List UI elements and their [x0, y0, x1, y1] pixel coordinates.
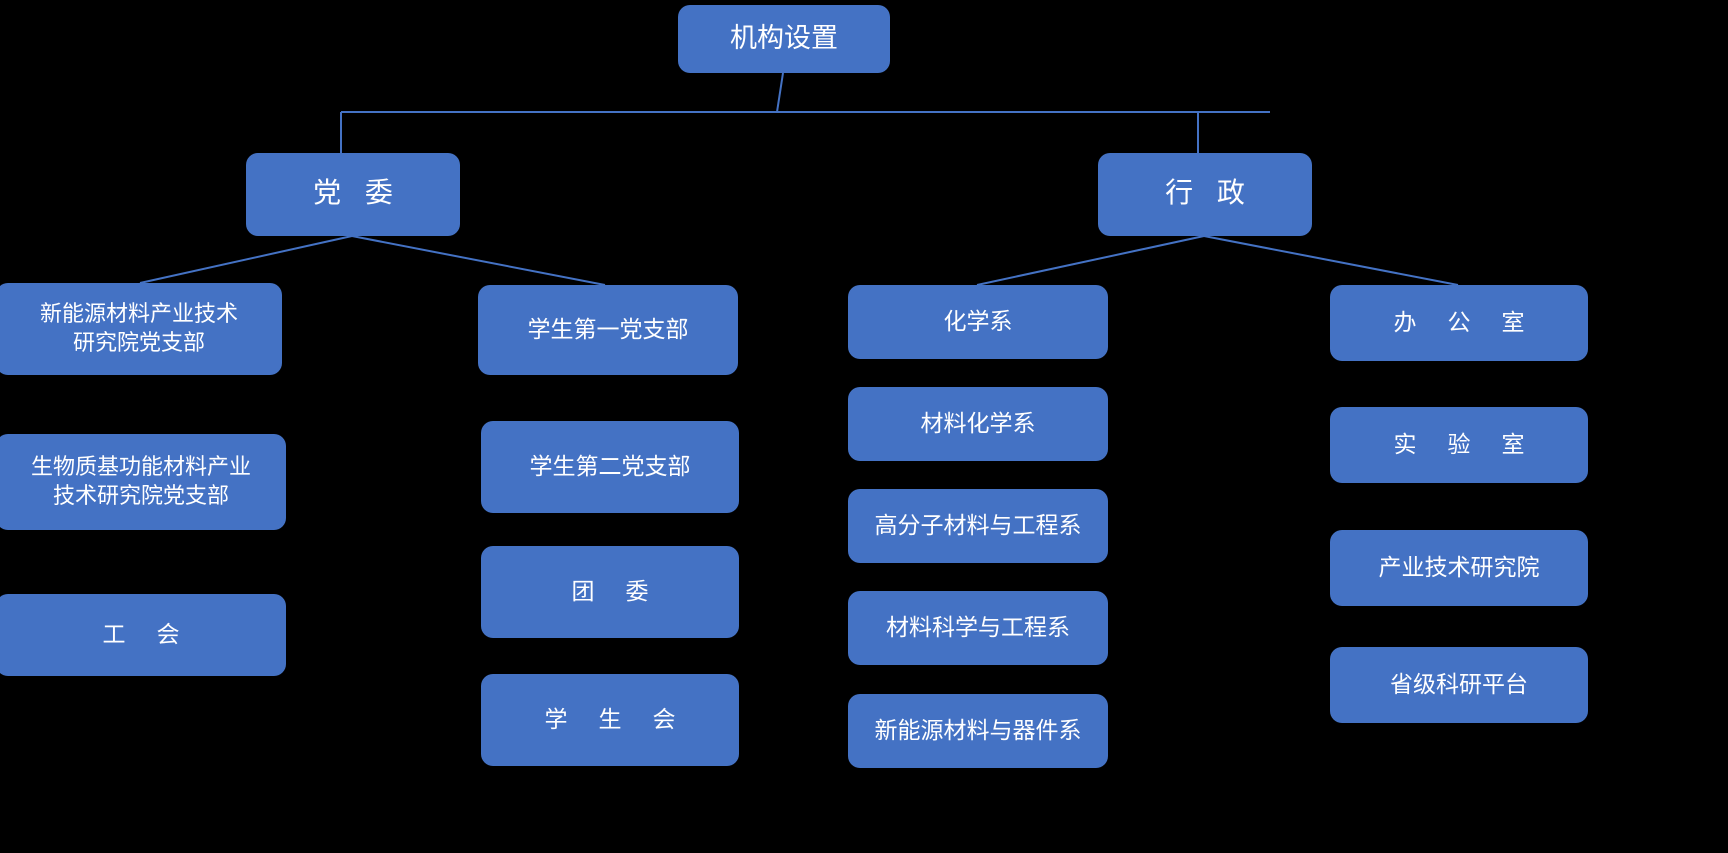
node-labor-union-label: 工 会 — [102, 622, 193, 648]
node-student-union[interactable]: 学 生 会 — [481, 674, 739, 766]
node-root[interactable]: 机构设置 — [678, 5, 890, 73]
node-biomass-party-branch-label: 生物质基功能材料产业 技术研究院党支部 — [30, 454, 251, 508]
node-student-party-branch-1[interactable]: 学生第一党支部 — [478, 285, 738, 375]
node-industrial-research-institute[interactable]: 产业技术研究院 — [1330, 530, 1588, 606]
node-office-label: 办 公 室 — [1393, 310, 1538, 336]
node-dept-materials-science[interactable]: 材料科学与工程系 — [848, 591, 1108, 665]
connector-admin-to-units — [1203, 235, 1459, 286]
node-dept-chemistry-label: 化学系 — [943, 309, 1013, 335]
node-dept-polymer[interactable]: 高分子材料与工程系 — [848, 489, 1108, 563]
node-dept-new-energy-label: 新能源材料与器件系 — [874, 718, 1082, 744]
node-laboratory-label: 实 验 室 — [1393, 432, 1538, 458]
node-youth-league-committee[interactable]: 团 委 — [481, 546, 739, 638]
node-youth-league-committee-label: 团 委 — [571, 579, 662, 605]
node-provincial-research-platform-label: 省级科研平台 — [1390, 672, 1528, 698]
node-party-committee[interactable]: 党 委 — [246, 153, 460, 236]
node-student-party-branch-2[interactable]: 学生第二党支部 — [481, 421, 739, 513]
node-dept-polymer-label: 高分子材料与工程系 — [874, 513, 1082, 539]
node-labor-union[interactable]: 工 会 — [0, 594, 286, 676]
node-party-committee-label: 党 委 — [313, 178, 402, 210]
connector-admin-to-departments — [976, 235, 1205, 286]
node-student-party-branch-2-label: 学生第二党支部 — [529, 454, 691, 480]
node-industrial-research-institute-label: 产业技术研究院 — [1378, 555, 1540, 581]
node-dept-materials-chemistry-label: 材料化学系 — [920, 411, 1036, 437]
node-student-party-branch-1-label: 学生第一党支部 — [527, 317, 689, 343]
node-student-union-label: 学 生 会 — [544, 707, 689, 733]
node-administration[interactable]: 行 政 — [1098, 153, 1312, 236]
node-dept-materials-science-label: 材料科学与工程系 — [886, 615, 1070, 641]
node-new-energy-party-branch-label: 新能源材料产业技术 研究院党支部 — [39, 301, 238, 355]
node-root-label: 机构设置 — [730, 23, 838, 54]
node-dept-materials-chemistry[interactable]: 材料化学系 — [848, 387, 1108, 461]
node-administration-label: 行 政 — [1165, 178, 1254, 210]
connector-party-to-institutes — [139, 235, 353, 284]
node-dept-chemistry[interactable]: 化学系 — [848, 285, 1108, 359]
node-office[interactable]: 办 公 室 — [1330, 285, 1588, 361]
node-new-energy-party-branch[interactable]: 新能源材料产业技术 研究院党支部 — [0, 283, 282, 375]
connector-party-to-students — [351, 235, 606, 286]
node-provincial-research-platform[interactable]: 省级科研平台 — [1330, 647, 1588, 723]
node-biomass-party-branch[interactable]: 生物质基功能材料产业 技术研究院党支部 — [0, 434, 286, 530]
node-dept-new-energy[interactable]: 新能源材料与器件系 — [848, 694, 1108, 768]
connector-root-to-bus — [776, 72, 784, 113]
node-laboratory[interactable]: 实 验 室 — [1330, 407, 1588, 483]
